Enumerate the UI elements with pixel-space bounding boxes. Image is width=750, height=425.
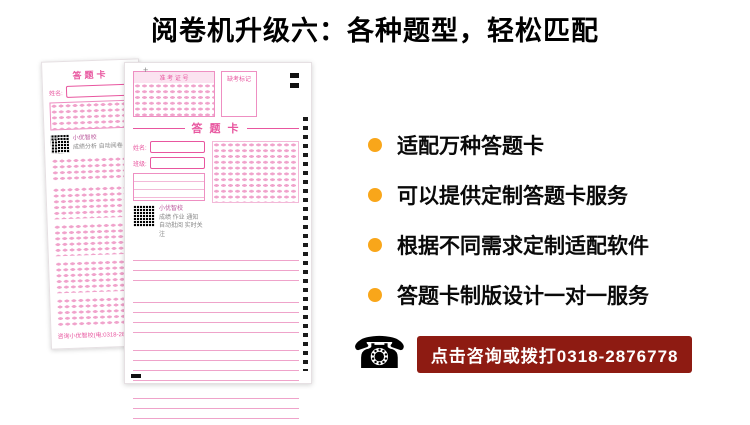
page-title: 阅卷机升级六：各种题型，轻松匹配 [151, 16, 599, 46]
qr-code-icon [50, 134, 70, 154]
telephone-icon: ☎ [352, 329, 407, 378]
exam-number-label: 准 考 证 号 [134, 72, 214, 83]
name-label: 姓名: [49, 90, 63, 98]
exam-number-bubbles [134, 83, 214, 116]
missing-exam-label: 缺考标记 [226, 77, 251, 83]
notice-box [133, 173, 205, 201]
bullet-icon [368, 288, 382, 302]
bottom-position-mark [131, 374, 141, 378]
feature-list: 适配万种答题卡 可以提供定制答题卡服务 根据不同需求定制适配软件 答题卡制版设计… [368, 120, 649, 320]
class-label: 班级: [133, 161, 147, 168]
class-field-row: 班级: [133, 157, 205, 169]
sheet-large-top-row: 准 考 证 号 缺考标记 [133, 71, 299, 117]
contact-bar: ☎ 点击咨询或拨打0318-2876778 [352, 329, 693, 378]
timing-marks-strip [303, 117, 308, 371]
name-field-row: 姓名: [49, 83, 134, 99]
registration-cross-icon: + [143, 65, 149, 75]
choice-bubble-grid [212, 141, 299, 203]
position-mark [290, 83, 299, 88]
qr-caption-line2: 成绩分析 自动阅卷 [72, 142, 123, 151]
feature-item: 适配万种答题卡 [368, 120, 649, 170]
sheet-large-title-row: 答 题 卡 [133, 120, 299, 136]
choice-answers-column [212, 141, 299, 245]
qr-caption-line3: 自动批阅 实时关注 [159, 223, 203, 239]
contact-banner-button[interactable]: 点击咨询或拨打0318-2876778 [416, 335, 693, 373]
feature-label: 根据不同需求定制适配软件 [397, 235, 649, 258]
qr-code-icon [133, 205, 155, 227]
feature-item: 可以提供定制答题卡服务 [368, 170, 649, 220]
answer-sheet-large: + 准 考 证 号 缺考标记 答 题 卡 姓名: [124, 62, 312, 419]
name-input-box [149, 141, 205, 153]
position-mark [290, 73, 299, 78]
feature-label: 可以提供定制答题卡服务 [397, 185, 628, 208]
qr-block: 小优智校 成绩 作业 通知 自动批阅 实时关注 [133, 205, 205, 240]
fill-in-lines-section [133, 250, 299, 287]
class-input-box [149, 157, 205, 169]
qr-caption-line1: 小优智校 [72, 134, 97, 142]
essay-lines-section [133, 388, 299, 419]
student-info-column: 姓名: 班级: 小优智校 成绩 作业 通知 自动批阅 实时关注 [133, 141, 205, 245]
title-rule-left [133, 127, 186, 129]
feature-label: 答题卡制版设计一对一服务 [397, 285, 649, 308]
bullet-icon [368, 188, 382, 202]
sheet-large-title: 答 题 卡 [191, 123, 241, 135]
exam-number-grid: 准 考 证 号 [133, 71, 215, 117]
contact-banner-text: 点击咨询或拨打0318-2876778 [430, 346, 679, 366]
qr-caption: 小优智校 成绩 作业 通知 自动批阅 实时关注 [159, 205, 205, 240]
missing-exam-box: 缺考标记 [221, 71, 257, 117]
feature-label: 适配万种答题卡 [397, 135, 544, 158]
sheet-large-main: 姓名: 班级: 小优智校 成绩 作业 通知 自动批阅 实时关注 [133, 141, 299, 245]
title-rule-right [246, 127, 299, 129]
qr-caption-line2: 成绩 作业 通知 [159, 214, 199, 221]
name-label: 姓名: [133, 145, 147, 152]
name-field-row: 姓名: [133, 141, 205, 153]
qr-caption-line1: 小优智校 [159, 206, 184, 212]
corner-position-marks [263, 71, 299, 117]
sheet-small-title: 答题卡 [72, 69, 109, 81]
qr-caption: 小优智校 成绩分析 自动阅卷 [73, 133, 123, 152]
qr-block: 小优智校 成绩分析 自动阅卷 [50, 133, 136, 154]
bullet-icon [368, 138, 382, 152]
feature-item: 答题卡制版设计一对一服务 [368, 270, 649, 320]
bullet-icon [368, 238, 382, 252]
essay-lines-section [133, 340, 299, 383]
exam-number-bubble-grid [49, 99, 135, 131]
essay-lines-section [133, 292, 299, 335]
feature-item: 根据不同需求定制适配软件 [368, 220, 649, 270]
